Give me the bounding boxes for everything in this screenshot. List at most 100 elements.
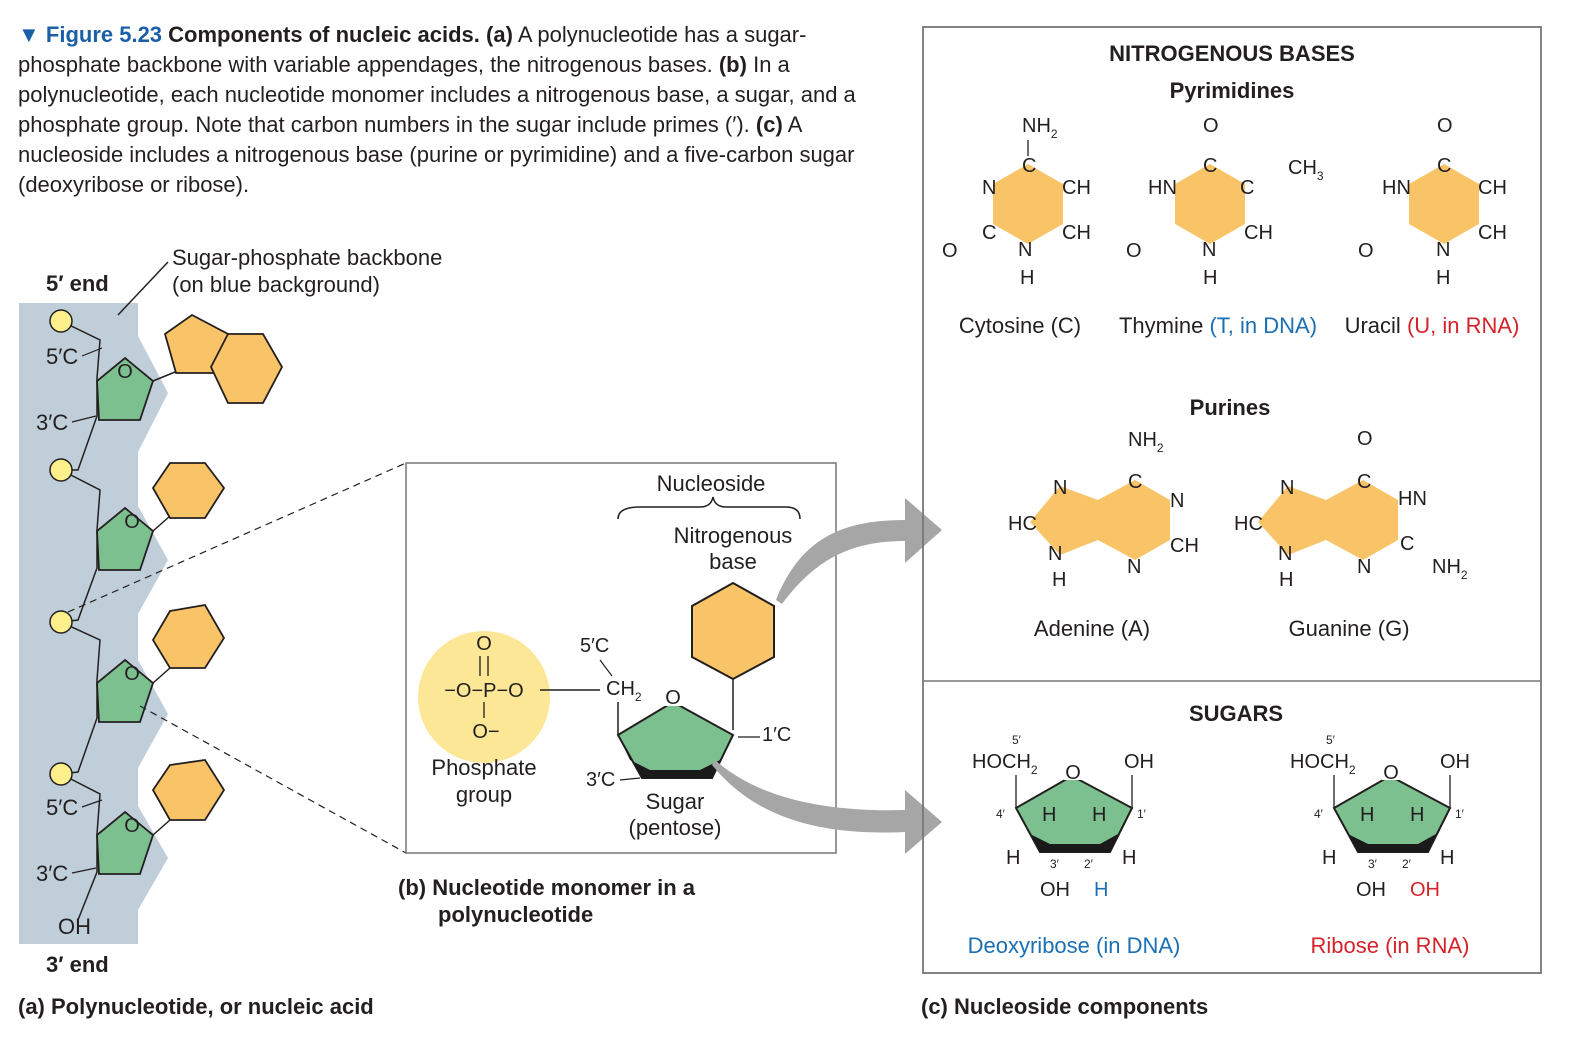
caption-part-c: A nucleoside includes a nitrogenous base… bbox=[18, 112, 855, 197]
sugar-pentagon-3 bbox=[96, 658, 155, 723]
cytosine-h: H bbox=[1020, 267, 1034, 289]
guanine-six-ring bbox=[1326, 480, 1398, 560]
zoom-line-bottom bbox=[139, 705, 407, 854]
sugar-pentagon-1 bbox=[96, 356, 155, 421]
cytosine-label: Cytosine (C) bbox=[959, 313, 1081, 338]
phosphate-group-circle bbox=[418, 631, 550, 763]
ribose-h-c3: H bbox=[1322, 847, 1336, 869]
adenine-five-ring bbox=[1030, 486, 1098, 555]
deoxyribose-5prime: 5′ bbox=[1012, 733, 1022, 747]
thymine-o: O bbox=[1126, 240, 1142, 262]
ribose-oh-c3: OH bbox=[1356, 879, 1386, 901]
uracil-c6: CH bbox=[1478, 222, 1507, 244]
guanine-c8: HC bbox=[1234, 513, 1263, 535]
phosphate-row: −O−P−O bbox=[444, 680, 524, 702]
guanine-h: H bbox=[1279, 569, 1293, 591]
sugars-header: SUGARS bbox=[1189, 701, 1283, 726]
adenine-c6: C bbox=[1128, 471, 1142, 493]
backbone-label-line2: (on blue background) bbox=[172, 272, 380, 297]
sugar-label-line1: Sugar bbox=[646, 789, 705, 814]
guanine-n7: N bbox=[1280, 477, 1294, 499]
guanine-n1: HN bbox=[1398, 488, 1427, 510]
thymine-n3: HN bbox=[1148, 177, 1177, 199]
thymine-ch3: CH3 bbox=[1288, 157, 1324, 183]
panel-a-title: (a) Polynucleotide, or nucleic acid bbox=[18, 994, 374, 1019]
phosphate-circle-4 bbox=[49, 762, 73, 786]
adenine-n1: N bbox=[1170, 490, 1184, 512]
sugar-ring-oxygen: O bbox=[665, 687, 681, 709]
deoxyribose-hoch2: HOCH2 bbox=[972, 751, 1038, 777]
ring-oxygen-4: O bbox=[124, 815, 140, 837]
c3-arrow-top bbox=[71, 415, 97, 423]
uracil-n1: N bbox=[1436, 239, 1450, 261]
guanine-n3: N bbox=[1357, 556, 1371, 578]
deoxyribose-2prime: 2′ bbox=[1084, 857, 1094, 871]
uracil-n3: HN bbox=[1382, 177, 1411, 199]
uracil-o: O bbox=[1358, 240, 1374, 262]
deoxyribose-4prime: 4′ bbox=[996, 807, 1006, 821]
panel-c-title: (c) Nucleoside components bbox=[921, 994, 1208, 1019]
guanine-five-ring bbox=[1258, 486, 1326, 555]
guanine-n9: N bbox=[1278, 543, 1292, 565]
uracil-label: Uracil (U, in RNA) bbox=[1345, 313, 1520, 338]
ribose-h-c1: H bbox=[1410, 804, 1424, 826]
cytosine-ring bbox=[993, 164, 1063, 244]
thymine-o-top: O bbox=[1203, 115, 1219, 137]
adenine-c8: HC bbox=[1008, 513, 1037, 535]
adenine-n9: N bbox=[1048, 543, 1062, 565]
backbone-label-line1: Sugar-phosphate backbone bbox=[172, 245, 442, 270]
deoxyribose-h-c4: H bbox=[1042, 804, 1056, 826]
ribose-oh-c1: OH bbox=[1440, 751, 1470, 773]
phosphate-group-label-line2: group bbox=[456, 782, 512, 807]
guanine-nh2: NH2 bbox=[1432, 556, 1468, 582]
deoxyribose-oh-c3: OH bbox=[1040, 879, 1070, 901]
nitrogenous-base-label-line1: Nitrogenous bbox=[674, 523, 793, 548]
phosphate-circle-1 bbox=[49, 309, 73, 333]
c5-arrow-top bbox=[81, 347, 103, 357]
deoxyribose-oxygen-gap bbox=[1064, 764, 1082, 780]
ribose-ring-oxygen: O bbox=[1383, 762, 1399, 784]
c3-label: 3′C bbox=[586, 769, 615, 791]
three-prime-c-label-bottom: 3′C bbox=[36, 861, 68, 886]
caption-part-a-letter: (a) bbox=[486, 22, 513, 47]
purines-header: Purines bbox=[1190, 395, 1271, 420]
ring-oxygen-1: O bbox=[117, 361, 133, 383]
caption-part-a: A polynucleotide has a sugar-phosphate b… bbox=[18, 22, 807, 77]
deoxyribose-h-c1: H bbox=[1092, 804, 1106, 826]
cytosine-c4: C bbox=[1022, 155, 1036, 177]
glycosidic-bond-2 bbox=[152, 515, 171, 532]
phosphate-group-label-line1: Phosphate bbox=[431, 755, 536, 780]
nitrogenous-base-label-line2: base bbox=[709, 549, 757, 574]
panel-b-title-line1: (b) Nucleotide monomer in a bbox=[398, 875, 696, 900]
uracil-c4: C bbox=[1437, 155, 1451, 177]
cytosine-c5: CH bbox=[1062, 177, 1091, 199]
ring-oxygen-2: O bbox=[124, 511, 140, 533]
cytosine-c2: C bbox=[982, 222, 996, 244]
c5-arrow bbox=[599, 659, 613, 677]
sugar-oxygen-gap bbox=[664, 690, 682, 706]
phosphate-circle-2 bbox=[49, 458, 73, 482]
sugar-pentagon-4 bbox=[96, 810, 155, 875]
thymine-structure: O C HN C CH3 CH N O H Thymine (T, in DNA… bbox=[1119, 115, 1324, 338]
cytosine-n1: N bbox=[1018, 239, 1032, 261]
phosphate-bottom-oxygen: O− bbox=[472, 721, 499, 743]
ribose-4prime: 4′ bbox=[1314, 807, 1324, 821]
sugar-label-line2: (pentose) bbox=[629, 815, 722, 840]
adenine-c2: CH bbox=[1170, 535, 1199, 557]
pyrimidine-base-4 bbox=[151, 759, 226, 821]
deoxyribose-structure: O 5′ HOCH2 OH 4′ 1′ H H H H 3′ 2′ OH H D… bbox=[968, 733, 1181, 958]
cytosine-structure: NH2 C N CH CH N C O H Cytosine (C) bbox=[942, 115, 1091, 338]
c5-arrow-bottom bbox=[81, 799, 103, 808]
uracil-c5: CH bbox=[1478, 177, 1507, 199]
purine-base-1-pentagon bbox=[163, 313, 230, 374]
ring-oxygen-3: O bbox=[124, 663, 140, 685]
nucleoside-bracket bbox=[617, 496, 801, 520]
cytosine-c6: CH bbox=[1062, 222, 1091, 244]
ribose-oh-c2-highlight: OH bbox=[1410, 879, 1440, 901]
phosphate-top-oxygen: O bbox=[476, 633, 492, 655]
deoxyribose-oh-c1: OH bbox=[1124, 751, 1154, 773]
uracil-structure: O C HN CH CH N O H Uracil (U, in RNA) bbox=[1345, 115, 1520, 338]
figure-caption: ▼ Figure 5.23 Components of nucleic acid… bbox=[18, 20, 898, 200]
caption-part-c-letter: (c) bbox=[755, 112, 783, 137]
thymine-c5: C bbox=[1240, 177, 1254, 199]
